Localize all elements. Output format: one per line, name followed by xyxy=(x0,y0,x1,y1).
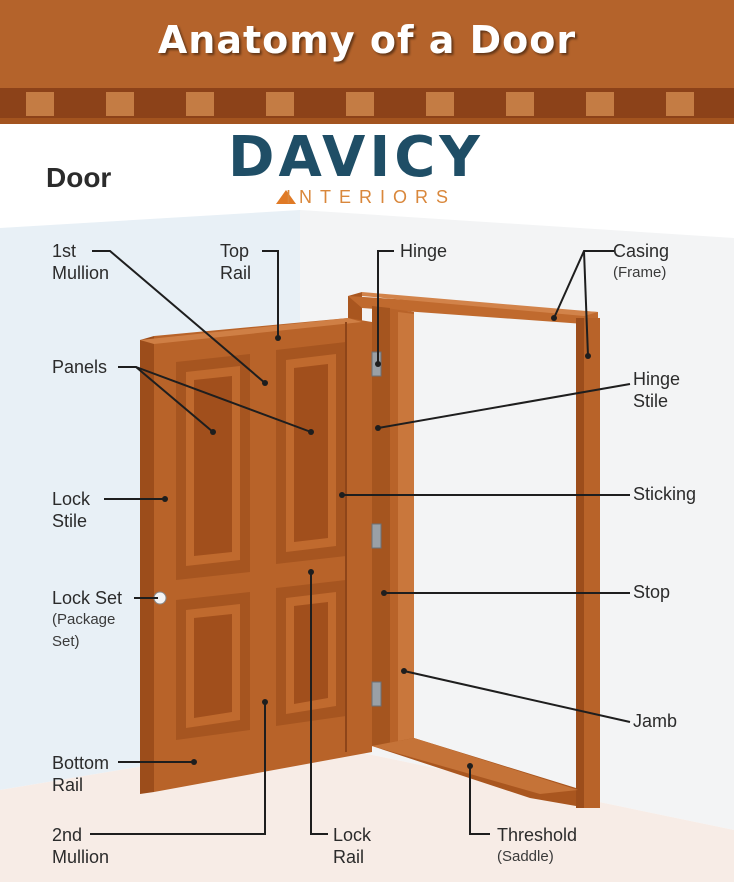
label-text: Mullion xyxy=(52,263,110,283)
casing-top xyxy=(348,296,598,325)
banner-dentils xyxy=(26,92,694,116)
label-first-mullion: 1st Mullion xyxy=(52,240,109,284)
label-second-mullion: 2nd Mullion xyxy=(52,824,109,868)
label-text: Sticking xyxy=(633,484,697,504)
label-text: Top xyxy=(220,241,250,261)
label-stop: Stop xyxy=(633,581,670,603)
label-jamb: Jamb xyxy=(633,710,677,732)
label-hinge-stile: Hinge Stile xyxy=(633,368,680,412)
label-text: Mullion xyxy=(52,847,110,867)
door-frame xyxy=(348,292,600,808)
leader-dots xyxy=(162,315,591,769)
upper-panels xyxy=(176,342,346,580)
leader-jamb xyxy=(403,670,631,723)
label-hinge: Hinge xyxy=(400,240,447,262)
label-text: 2nd xyxy=(52,825,83,845)
leader-panels-b xyxy=(135,366,312,433)
logo-subtitle: INTERIORS xyxy=(286,187,457,207)
label-text: Hinge xyxy=(633,369,681,389)
label-note: (Frame) xyxy=(613,264,667,281)
logo-triangle-icon xyxy=(276,190,296,204)
label-sticking: Sticking xyxy=(633,483,696,505)
label-bottom-rail: Bottom Rail xyxy=(52,752,109,796)
hinge-bottom-icon xyxy=(371,681,382,707)
label-text: Lock Set xyxy=(52,588,123,608)
label-text: Jamb xyxy=(633,711,678,731)
label-text: Rail xyxy=(333,847,365,867)
label-text: 1st xyxy=(52,241,77,261)
label-casing: Casing (Frame) xyxy=(613,240,669,284)
label-text: Rail xyxy=(52,775,84,795)
leader-hinge-stile xyxy=(377,383,631,429)
label-lock-rail: Lock Rail xyxy=(333,824,371,868)
section-heading: Door xyxy=(46,162,112,193)
leader-threshold xyxy=(469,766,490,835)
label-threshold: Threshold (Saddle) xyxy=(497,824,577,868)
leader-lock-rail xyxy=(310,572,328,835)
leader-lines xyxy=(90,250,631,835)
leader-hinge xyxy=(377,250,394,364)
label-text: Threshold xyxy=(497,825,578,845)
leader-second-mullion xyxy=(90,702,266,835)
banner-background xyxy=(0,0,734,90)
page-title: Anatomy of a Door xyxy=(157,18,577,62)
label-text: Stile xyxy=(52,511,88,531)
logo-wordmark: DAVICY xyxy=(228,125,484,190)
label-text: Stile xyxy=(633,391,669,411)
leader-first-mullion xyxy=(92,250,266,384)
label-lock-stile: Lock Stile xyxy=(52,488,90,532)
label-note: (Saddle) xyxy=(497,848,554,865)
stop-strip xyxy=(398,312,414,742)
label-text: Panels xyxy=(52,357,108,377)
label-text: Stop xyxy=(633,582,671,602)
hinge-middle-icon xyxy=(371,523,382,549)
label-note: (Package xyxy=(52,611,116,628)
label-top-rail: Top Rail xyxy=(220,240,251,284)
label-note: Set) xyxy=(52,633,80,650)
label-text: Casing xyxy=(613,241,670,261)
leader-casing-b xyxy=(583,250,589,357)
label-lock-set: Lock Set (Package Set) xyxy=(52,587,122,653)
label-text: Hinge xyxy=(400,241,448,261)
door-edge xyxy=(140,336,154,794)
label-text: Bottom xyxy=(52,753,110,773)
door-leaf xyxy=(140,318,372,794)
label-text: Rail xyxy=(220,263,252,283)
label-text: Lock xyxy=(52,489,91,509)
leader-top-rail xyxy=(262,250,279,338)
label-panels: Panels xyxy=(52,356,107,378)
label-text: Lock xyxy=(333,825,372,845)
